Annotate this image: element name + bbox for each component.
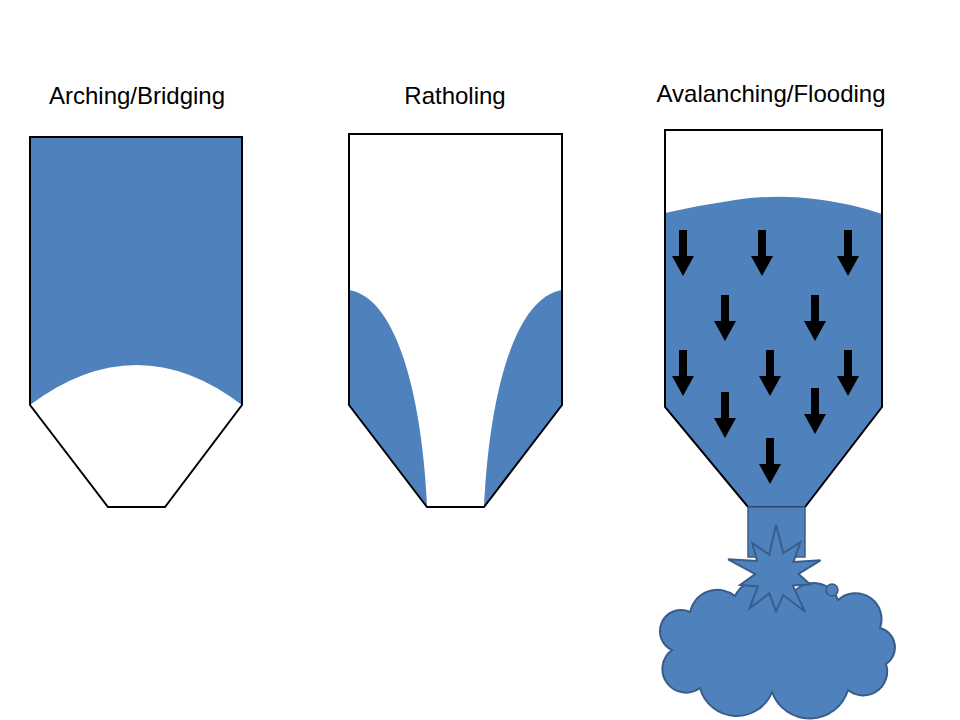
flow-arrow — [714, 295, 736, 341]
ratholing-silo — [349, 134, 562, 507]
burst-symbol — [728, 525, 820, 612]
flow-arrow — [837, 350, 859, 396]
flow-arrow — [759, 438, 781, 484]
bulk-material — [665, 197, 882, 507]
label-holder: Ratholing — [404, 82, 505, 111]
burst-shape — [728, 525, 820, 612]
flow-arrow — [672, 350, 694, 396]
flow-arrow — [804, 295, 826, 341]
flow-arrow — [672, 230, 694, 276]
flooding-silo — [660, 130, 895, 719]
label-holder: Arching/Bridging — [49, 82, 225, 111]
flow-arrow — [714, 392, 736, 438]
label-holder: Avalanching/Flooding — [656, 80, 885, 109]
bulk-material — [30, 137, 242, 405]
arching-silo — [30, 137, 242, 507]
silo-title: Arching/Bridging — [49, 82, 225, 111]
bulk-material — [484, 290, 562, 506]
bulk-material — [349, 290, 427, 506]
flow-arrows — [672, 230, 859, 484]
silo-title: Ratholing — [404, 82, 505, 111]
flow-arrow — [837, 230, 859, 276]
silo-outline — [665, 130, 882, 507]
silo-outline — [349, 134, 562, 507]
powder-particle — [826, 584, 838, 596]
flow-arrow — [759, 350, 781, 396]
flow-arrow — [804, 388, 826, 434]
silo-title: Avalanching/Flooding — [656, 80, 885, 109]
flow-arrow — [751, 230, 773, 276]
silo-outline — [30, 137, 242, 507]
